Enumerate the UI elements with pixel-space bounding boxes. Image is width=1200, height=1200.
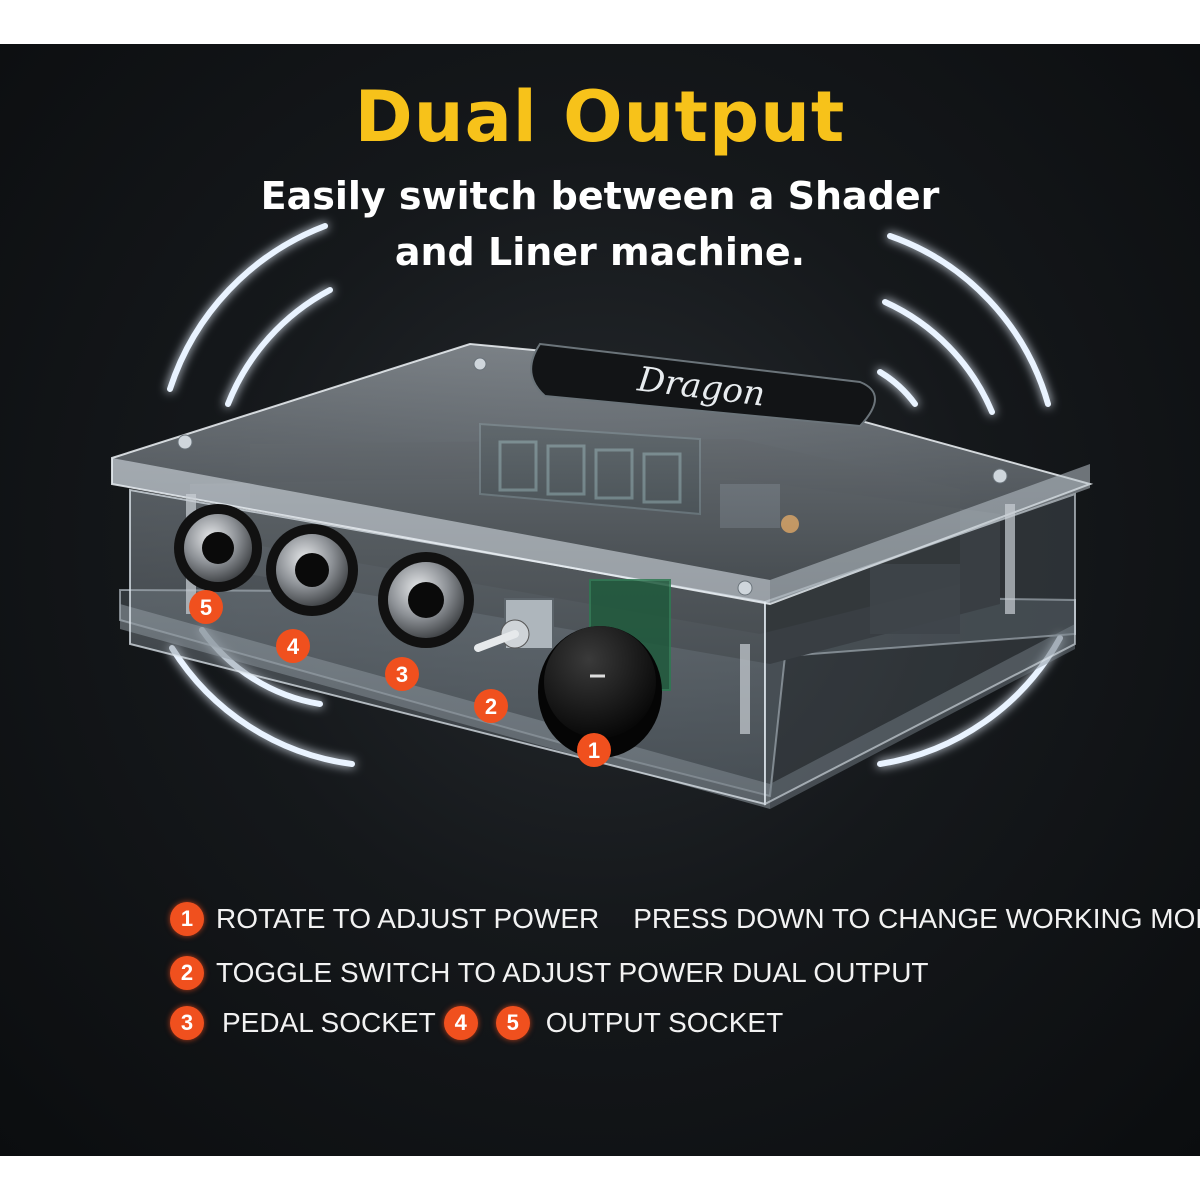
legend-badge-3: 3 — [170, 1006, 204, 1040]
product-banner: Dragon — [0, 44, 1200, 1156]
legend-badge-1: 1 — [170, 902, 204, 936]
brand-plate: Dragon — [530, 342, 876, 428]
subtitle-line-2: and Liner machine. — [394, 230, 806, 274]
legend-row-3: 3 PEDAL SOCKET 4 5 OUTPUT SOCKET — [170, 1006, 791, 1040]
banner-subtitle: Easily switch between a Shader and Liner… — [0, 168, 1200, 280]
bottom-border — [0, 1156, 1200, 1200]
jack-socket-3[interactable] — [378, 552, 474, 648]
legend-text-press: PRESS DOWN TO CHANGE WORKING MODE — [633, 903, 1200, 934]
callout-3: 3 — [385, 657, 419, 691]
banner-title: Dual Output — [354, 76, 846, 158]
callout-4: 4 — [276, 629, 310, 663]
device-illustration: Dragon — [111, 223, 1094, 809]
legend-badge-2: 2 — [170, 956, 204, 990]
legend-badge-5: 5 — [495, 1006, 530, 1040]
callout-1: 1 — [577, 733, 611, 767]
svg-text:1: 1 — [588, 738, 600, 763]
jack-socket-5[interactable] — [174, 504, 262, 592]
callout-5: 5 — [189, 590, 223, 624]
svg-text:5: 5 — [200, 595, 212, 620]
toggle-switch[interactable] — [474, 598, 554, 652]
callout-2: 2 — [474, 689, 508, 723]
svg-text:4: 4 — [287, 634, 300, 659]
callout-badges: 5 4 3 2 1 — [189, 590, 611, 767]
svg-text:3: 3 — [396, 662, 408, 687]
svg-text:2: 2 — [485, 694, 497, 719]
legend-text-rotate: ROTATE TO ADJUST POWER — [216, 903, 600, 934]
legend-row-1: 1 ROTATE TO ADJUST POWER PRESS DOWN TO C… — [170, 902, 1200, 936]
subtitle-line-1: Easily switch between a Shader — [260, 174, 940, 218]
legend-badge-4: 4 — [443, 1006, 478, 1040]
legend-text-pedal: PEDAL SOCKET — [222, 1007, 436, 1038]
jack-socket-4[interactable] — [266, 524, 358, 616]
legend-row-2: 2 TOGGLE SWITCH TO ADJUST POWER DUAL OUT… — [170, 956, 937, 990]
legend-text-output: OUTPUT SOCKET — [545, 1007, 784, 1038]
power-knob[interactable] — [538, 626, 662, 758]
legend-text-toggle: TOGGLE SWITCH TO ADJUST POWER DUAL OUTPU… — [216, 957, 929, 988]
